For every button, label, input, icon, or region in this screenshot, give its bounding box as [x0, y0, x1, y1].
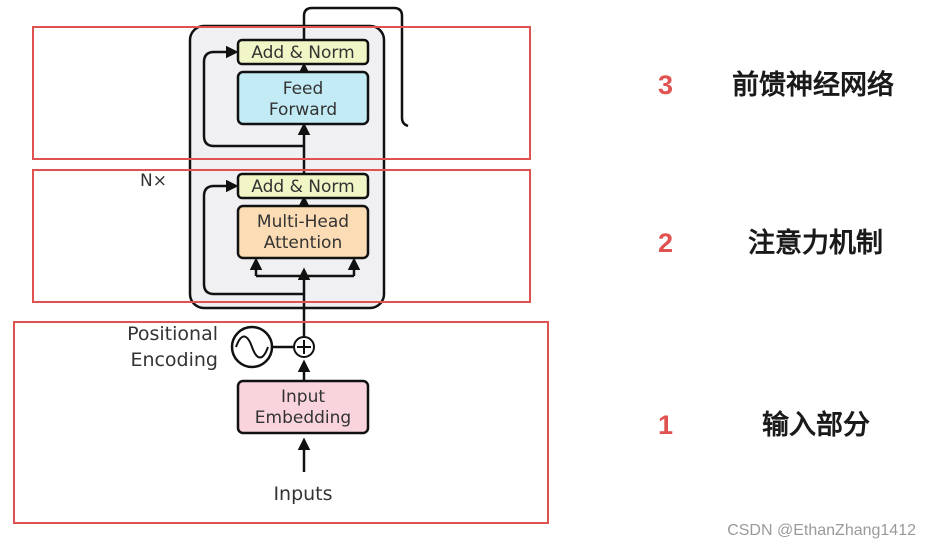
- inputs-label: Inputs: [273, 483, 332, 505]
- annotation-number-2: 2: [658, 228, 673, 258]
- residual-attention: [202, 179, 304, 296]
- positional-label-line1: Positional: [127, 323, 218, 345]
- annotation-number-1: 1: [658, 410, 673, 440]
- feed-forward-block: [236, 70, 370, 126]
- add-norm-mid-block: [236, 172, 370, 200]
- add-norm-mid-label: Add & Norm: [251, 177, 354, 197]
- highlight-box-input: [13, 321, 549, 524]
- sine-wave-icon: [235, 335, 269, 359]
- annotation-text-1: 输入部分: [762, 409, 870, 441]
- annotation-text-3: 前馈神经网络: [732, 69, 894, 101]
- annotation-number-3: 3: [658, 70, 673, 100]
- multi-head-attention-block: [236, 204, 370, 260]
- highlight-box-feedforward: [32, 26, 531, 160]
- mha-label-line2: Attention: [264, 233, 342, 253]
- add-norm-top-label: Add & Norm: [251, 43, 354, 63]
- nx-label: N×: [140, 171, 167, 191]
- watermark: CSDN @EthanZhang1412: [727, 522, 916, 539]
- encoder-output-line: [302, 6, 409, 128]
- positional-label-line2: Encoding: [130, 349, 218, 371]
- feed-forward-label-line2: Forward: [269, 100, 337, 120]
- add-norm-top-block: [236, 38, 370, 66]
- annotation-text-2: 注意力机制: [748, 227, 883, 259]
- feed-forward-label-line1: Feed: [283, 79, 324, 99]
- input-embedding-label-line1: Input: [281, 387, 325, 407]
- input-embedding-block: [236, 379, 370, 435]
- residual-feedforward: [202, 45, 304, 148]
- mha-label-line1: Multi-Head: [257, 212, 349, 232]
- highlight-box-attention: [32, 169, 531, 303]
- input-embedding-label-line2: Embedding: [255, 408, 351, 428]
